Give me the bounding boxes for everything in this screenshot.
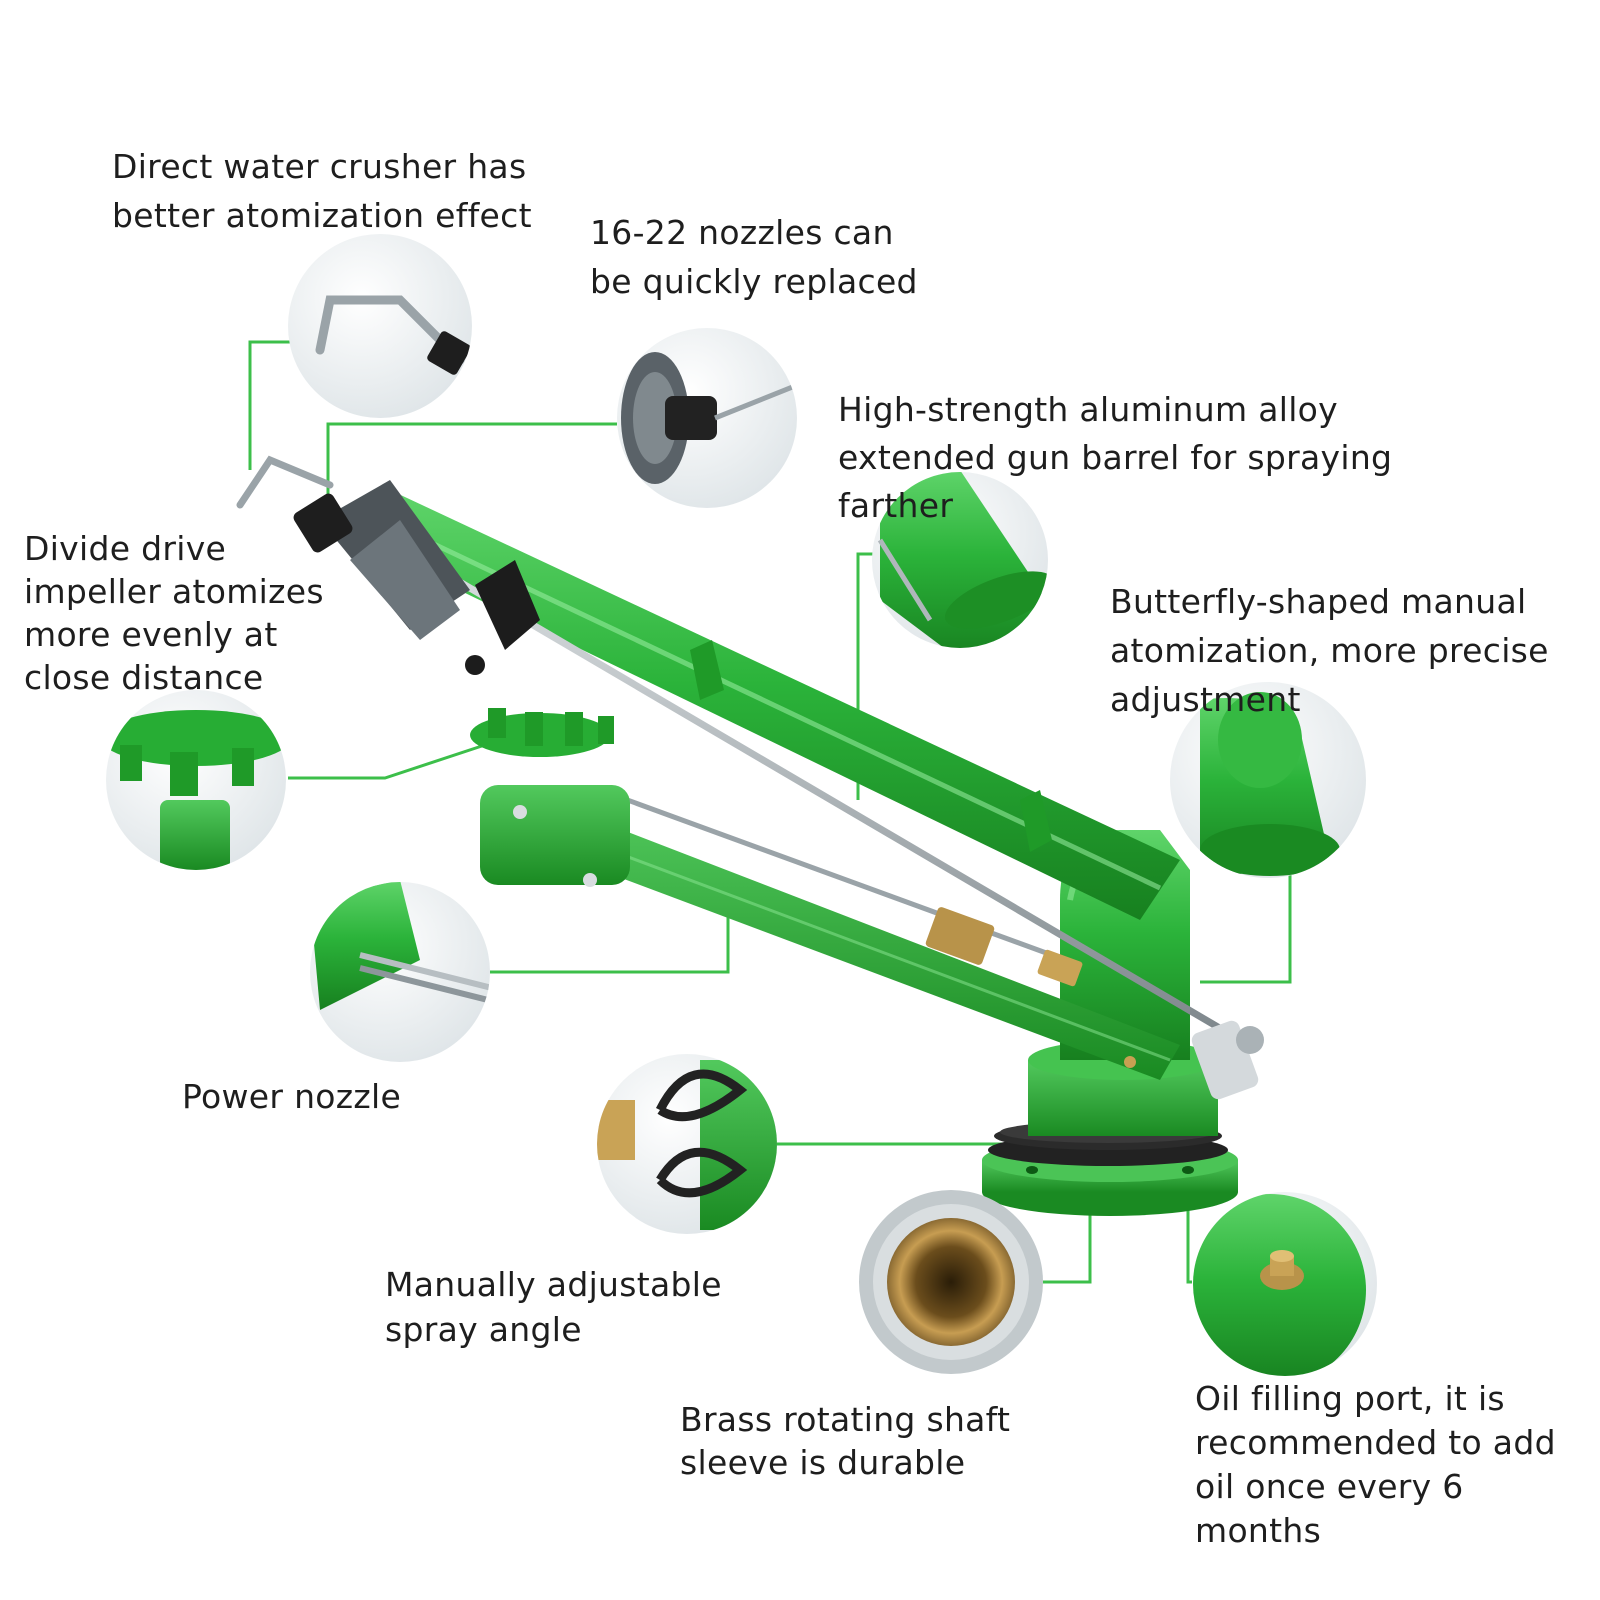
callout-butterfly: Butterfly-shaped manual atomization, mor…	[1110, 577, 1549, 724]
crusher-hook-detail-icon	[288, 234, 472, 418]
nozzle-detail-icon	[617, 328, 797, 508]
callout-power-line: Power nozzle	[182, 1077, 402, 1116]
callout-butterfly-line: Butterfly-shaped manual	[1110, 582, 1527, 621]
leader-line-brass	[1043, 1210, 1092, 1284]
callout-brass-line: sleeve is durable	[680, 1443, 966, 1482]
barrel-detail-icon	[872, 472, 1048, 648]
callout-oil-line: Oil filling port, it is	[1195, 1379, 1505, 1418]
rain-gun-sprinkler-icon	[236, 455, 1264, 1216]
callout-barrel-line: High-strength aluminum alloy	[838, 390, 1338, 429]
callout-angle: Manually adjustable spray angle	[385, 1262, 722, 1352]
callout-oil-line: months	[1195, 1511, 1322, 1550]
leader-line-butterfly	[1200, 862, 1292, 984]
callout-nozzles-line: be quickly replaced	[590, 262, 918, 301]
butterfly-adjuster-detail-icon	[1170, 682, 1366, 878]
callout-oil-line: oil once every 6	[1195, 1467, 1464, 1506]
callout-impeller-line: impeller atomizes	[24, 572, 324, 611]
callout-power: Power nozzle	[182, 1074, 401, 1120]
callout-impeller-line: Divide drive	[24, 529, 227, 568]
callout-barrel-line: extended gun barrel for spraying	[838, 438, 1393, 477]
callout-crusher-line: Direct water crusher has	[112, 147, 527, 186]
callout-butterfly-line: atomization, more precise	[1110, 631, 1549, 670]
callout-nozzles-line: 16-22 nozzles can	[590, 213, 894, 252]
power-nozzle-detail-icon	[310, 882, 490, 1062]
callout-oil-line: recommended to add	[1195, 1423, 1556, 1462]
callout-brass: Brass rotating shaft sleeve is durable	[680, 1398, 1010, 1484]
impeller-detail-icon	[106, 690, 286, 870]
leader-line-crusher	[248, 340, 290, 470]
callout-crusher-line: better atomization effect	[112, 196, 532, 235]
callout-angle-line: Manually adjustable	[385, 1265, 722, 1304]
callout-impeller: Divide drive impeller atomizes more even…	[24, 527, 324, 699]
brass-sleeve-detail-icon	[859, 1190, 1043, 1374]
oil-port-detail-icon	[1193, 1192, 1377, 1376]
callout-brass-line: Brass rotating shaft	[680, 1400, 1011, 1439]
callout-impeller-line: more evenly at	[24, 615, 278, 654]
callout-barrel: High-strength aluminum alloy extended gu…	[838, 386, 1392, 530]
leader-lines	[248, 340, 1292, 1284]
callout-impeller-line: close distance	[24, 658, 264, 697]
callout-oil: Oil filling port, it is recommended to a…	[1195, 1377, 1556, 1553]
leader-line-impeller	[288, 738, 501, 780]
callout-crusher: Direct water crusher has better atomizat…	[112, 142, 532, 240]
callout-nozzles: 16-22 nozzles can be quickly replaced	[590, 208, 918, 306]
callout-barrel-line: farther	[838, 486, 954, 525]
callout-butterfly-line: adjustment	[1110, 680, 1301, 719]
leader-line-power	[490, 902, 730, 974]
angle-spring-detail-icon	[597, 1054, 777, 1234]
callout-angle-line: spray angle	[385, 1310, 582, 1349]
